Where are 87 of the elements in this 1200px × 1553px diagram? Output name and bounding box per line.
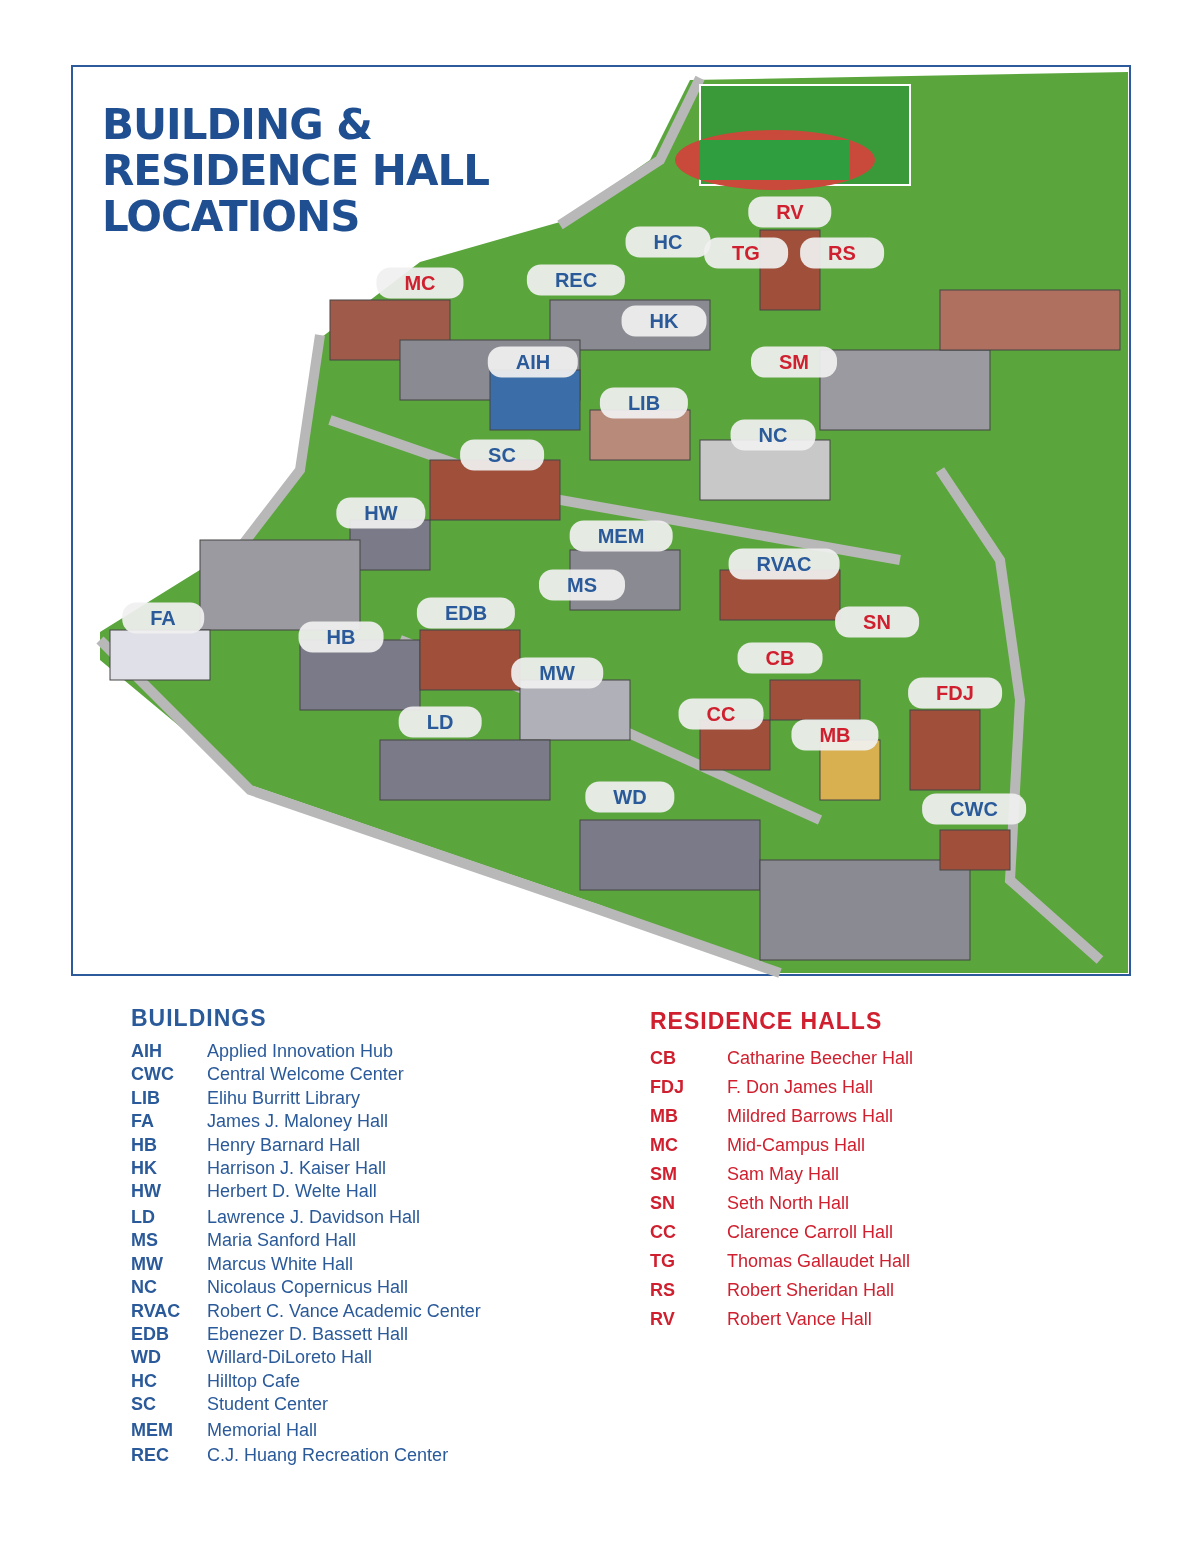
callout-label: MEM [569, 520, 673, 552]
building-name: Harrison J. Kaiser Hall [207, 1158, 387, 1179]
residence-hall-name: Mildred Barrows Hall [727, 1106, 894, 1127]
building-name: Applied Innovation Hub [207, 1041, 394, 1062]
building-name: C.J. Huang Recreation Center [207, 1445, 449, 1467]
residence-hall-name: Catharine Beecher Hall [727, 1048, 914, 1069]
abbreviation: CB [650, 1048, 676, 1069]
building-name: Herbert D. Welte Hall [207, 1181, 377, 1203]
residence-hall-name: Robert Vance Hall [727, 1309, 872, 1330]
callout-label: RS [800, 237, 884, 269]
callout-label: NC [730, 419, 816, 451]
abbreviation: RS [650, 1280, 675, 1301]
abbreviation: HB [131, 1134, 157, 1156]
building-name: Willard-DiLoreto Hall [207, 1347, 373, 1369]
building-name: Student Center [207, 1394, 329, 1416]
abbreviation: SM [650, 1164, 677, 1185]
callout-label: TG [704, 237, 788, 269]
abbreviation: RVAC [131, 1300, 181, 1322]
section-heading: RESIDENCE HALLS [650, 1008, 883, 1035]
callout-label: MW [511, 657, 603, 689]
abbreviation: MB [650, 1106, 678, 1127]
abbreviation: LD [131, 1206, 155, 1228]
residence-hall-name: Sam May Hall [727, 1164, 840, 1185]
callout-label: SN [835, 606, 919, 638]
callout-label: MS [539, 569, 625, 601]
callout-label: CB [737, 642, 823, 674]
abbreviation: FDJ [650, 1077, 684, 1098]
callout-label: REC [526, 264, 626, 296]
callout-label: RVAC [728, 548, 840, 580]
abbreviation: EDB [131, 1323, 169, 1345]
residence-hall-name: Thomas Gallaudet Hall [727, 1251, 911, 1272]
callout-label: MB [791, 719, 879, 751]
building-name: James J. Maloney Hall [207, 1111, 389, 1133]
section-heading: BUILDINGS [131, 1005, 267, 1032]
abbreviation: HC [131, 1370, 157, 1392]
building-name: Robert C. Vance Academic Center [207, 1300, 481, 1322]
callout-label: CWC [922, 793, 1026, 825]
callout-label: FA [122, 602, 204, 634]
building-name: Memorial Hall [207, 1419, 318, 1441]
abbreviation: NC [131, 1277, 157, 1299]
residence-hall-name: Clarence Carroll Hall [727, 1222, 894, 1243]
abbreviation: SN [650, 1193, 675, 1214]
callout-label: HW [336, 497, 426, 529]
callout-label: CC [678, 698, 764, 730]
callout-label: LIB [599, 387, 689, 419]
building-name: Elihu Burritt Library [207, 1087, 361, 1109]
building-name: Marcus White Hall [207, 1253, 354, 1275]
abbreviation: AIH [131, 1041, 162, 1062]
abbreviation: MEM [131, 1419, 173, 1441]
building-name: Ebenezer D. Bassett Hall [207, 1323, 409, 1345]
callout-label: MC [376, 267, 464, 299]
building-name: Maria Sanford Hall [207, 1230, 357, 1252]
abbreviation: RV [650, 1309, 675, 1330]
abbreviation: CWC [131, 1064, 174, 1086]
abbreviation: MS [131, 1230, 158, 1252]
callout-label: WD [585, 781, 675, 813]
abbreviation: HW [131, 1181, 161, 1203]
building-name: Nicolaus Copernicus Hall [207, 1277, 409, 1299]
abbreviation: CC [650, 1222, 676, 1243]
abbreviation: REC [131, 1445, 169, 1467]
callout-label: HK [621, 305, 707, 337]
abbreviation: SC [131, 1394, 156, 1416]
residence-hall-name: Robert Sheridan Hall [727, 1280, 895, 1301]
abbreviation: FA [131, 1111, 154, 1133]
abbreviation: MC [650, 1135, 678, 1156]
abbreviation: WD [131, 1347, 161, 1369]
building-name: Hilltop Cafe [207, 1370, 301, 1392]
callout-label: AIH [487, 346, 579, 378]
callout-label: EDB [416, 597, 516, 629]
map-title: BUILDING & RESIDENCE HALL LOCATIONS [102, 102, 490, 240]
callout-label: HB [298, 621, 384, 653]
callout-label: HC [625, 226, 711, 258]
callout-label: SC [460, 439, 544, 471]
abbreviation: LIB [131, 1087, 160, 1109]
residence-hall-name: Mid-Campus Hall [727, 1135, 866, 1156]
residence-hall-name: Seth North Hall [727, 1193, 850, 1214]
abbreviation: TG [650, 1251, 675, 1272]
building-name: Lawrence J. Davidson Hall [207, 1206, 421, 1228]
residence-hall-name: F. Don James Hall [727, 1077, 874, 1098]
abbreviation: MW [131, 1253, 163, 1275]
building-name: Henry Barnard Hall [207, 1134, 361, 1156]
callout-label: SM [751, 346, 837, 378]
callout-label: FDJ [908, 677, 1002, 709]
abbreviation: HK [131, 1158, 157, 1179]
callout-label: LD [398, 706, 482, 738]
building-name: Central Welcome Center [207, 1064, 404, 1086]
callout-label: RV [748, 196, 832, 228]
